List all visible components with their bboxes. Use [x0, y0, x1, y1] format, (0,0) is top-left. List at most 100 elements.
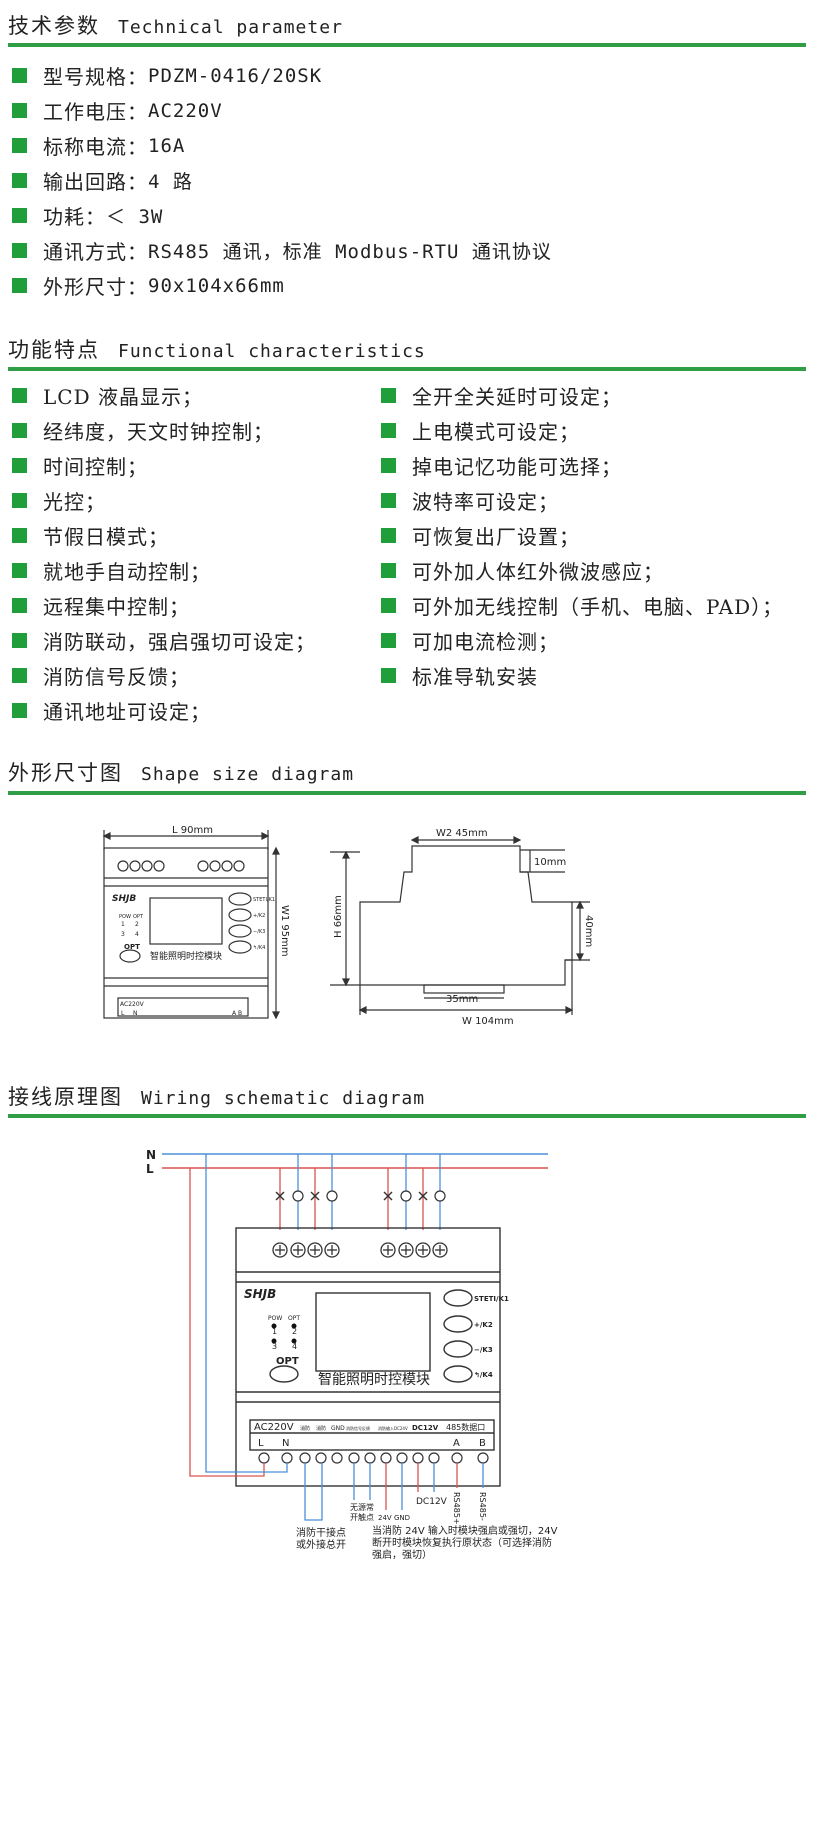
list-item: 可恢复出厂设置； [381, 518, 783, 553]
bullet-square-icon [12, 493, 27, 508]
terminal-a: A [453, 1438, 460, 1449]
button-label: +/K2 [474, 1321, 493, 1329]
bullet-square-icon [381, 388, 396, 403]
num-label: 3 [121, 931, 125, 938]
dim-label-w1: W1 95mm [279, 905, 290, 957]
terminal-screws-bottom [258, 1452, 489, 1464]
divider [8, 43, 806, 47]
list-item: 波特率可设定； [381, 483, 783, 518]
terminal-gnd: GND [331, 1425, 345, 1432]
list-item: 上电模式可设定； [381, 413, 783, 448]
list-item: 通讯地址可设定； [12, 693, 316, 728]
label-rs485-plus: RS485+ [452, 1492, 461, 1525]
bullet-square-icon [12, 633, 27, 648]
bullet-square-icon [12, 528, 27, 543]
list-item: 外形尺寸：90x104x66mm [12, 268, 552, 303]
num-label: 1 [272, 1327, 277, 1336]
bullet-square-icon [12, 243, 27, 258]
bullet-square-icon [12, 423, 27, 438]
arrow-icon [410, 836, 419, 844]
list-item: 就地手自动控制； [12, 553, 316, 588]
label-fire-dry-1: 消防干接点 [296, 1526, 346, 1539]
button-k1 [443, 1289, 473, 1307]
pow-label: POW [119, 914, 131, 920]
list-item: 光控； [12, 483, 316, 518]
label-dc12v: DC12V [416, 1497, 448, 1507]
arrow-icon [102, 832, 111, 840]
button-label: STETI/K1 [253, 897, 275, 903]
divider [8, 367, 806, 371]
bullet-square-icon [12, 388, 27, 403]
bullet-square-icon [12, 173, 27, 188]
list-item: 可外加人体红外微波感应； [381, 553, 783, 588]
terminal-dc12v: DC12V [412, 1424, 439, 1432]
bullet-square-icon [12, 563, 27, 578]
button-opt [269, 1365, 299, 1383]
list-item: 标准导轨安装 [381, 658, 783, 693]
dim-label-35: 35mm [446, 994, 478, 1005]
parameter-list: 型号规格：PDZM-0416/20SK 工作电压：AC220V 标称电流：16A… [12, 58, 552, 303]
terminal-screws-top [117, 860, 245, 872]
terminal-ab-label: A B [232, 1010, 242, 1017]
button-outline [228, 892, 252, 906]
list-item: 消防联动，强启强切可设定； [12, 623, 316, 658]
note-line-1: 当消防 24V 输入时模块强启或强切，24V [372, 1524, 558, 1537]
button-k2 [443, 1315, 473, 1333]
terminal-485: 485数据口 [446, 1422, 485, 1432]
din-rail-slot [423, 984, 505, 994]
dim-label-h: H 66mm [333, 895, 344, 938]
note-line-2: 断开时模块恢复执行原状态（可选择消防 [372, 1536, 552, 1549]
list-item: 远程集中控制； [12, 588, 316, 623]
terminal-ac220v: AC220V [254, 1422, 294, 1433]
wire-fire-dry-contact [304, 1463, 323, 1521]
button-label: ↰/K4 [253, 945, 265, 951]
arrow-icon [576, 900, 584, 909]
button-outline [228, 924, 252, 938]
button-k4 [443, 1365, 473, 1383]
terminal-l-label: L [121, 1010, 125, 1017]
list-item: 型号规格：PDZM-0416/20SK [12, 58, 552, 93]
brand-logo: SHJB [112, 894, 136, 904]
bullet-square-icon [381, 598, 396, 613]
lamp-icon [326, 1190, 338, 1202]
button-label: −/K3 [474, 1346, 493, 1354]
lamp-icon [400, 1190, 412, 1202]
bullet-square-icon [381, 423, 396, 438]
bullet-square-icon [12, 103, 27, 118]
bullet-square-icon [381, 493, 396, 508]
bullet-square-icon [381, 458, 396, 473]
arrow-icon [272, 1011, 280, 1020]
divider [8, 1114, 806, 1118]
arrow-icon [342, 978, 350, 987]
lcd-screen [315, 1292, 431, 1372]
num-label: 1 [121, 921, 125, 928]
opt-button-outline [119, 949, 141, 963]
list-item: LCD 液晶显示； [12, 378, 316, 413]
wire-n-supply [205, 1154, 288, 1473]
arrow-icon [342, 850, 350, 859]
num-label: 2 [292, 1327, 297, 1336]
arrow-icon [576, 953, 584, 962]
label-gnd: GND [394, 1514, 410, 1522]
terminal-n: N [282, 1438, 289, 1449]
load-circuits [275, 1154, 446, 1230]
bus-n-label: N [146, 1148, 156, 1162]
divider [8, 791, 806, 795]
bullet-square-icon [12, 703, 27, 718]
button-outline [228, 908, 252, 922]
label-24v: 24V [378, 1514, 392, 1522]
button-label: STETI/K1 [474, 1295, 509, 1303]
bullet-square-icon [12, 68, 27, 83]
bullet-square-icon [381, 563, 396, 578]
dim-label-w: W 104mm [462, 1016, 514, 1027]
terminal-strip [117, 997, 249, 1017]
terminal-ac-label: AC220V [120, 1001, 145, 1008]
button-k3 [443, 1340, 473, 1358]
num-label: 3 [272, 1342, 277, 1351]
list-item: 工作电压：AC220V [12, 93, 552, 128]
num-label: 4 [135, 931, 139, 938]
lcd-screen [149, 897, 223, 945]
dim-label-w2: W2 45mm [436, 828, 488, 839]
opt-label: OPT [124, 943, 140, 951]
